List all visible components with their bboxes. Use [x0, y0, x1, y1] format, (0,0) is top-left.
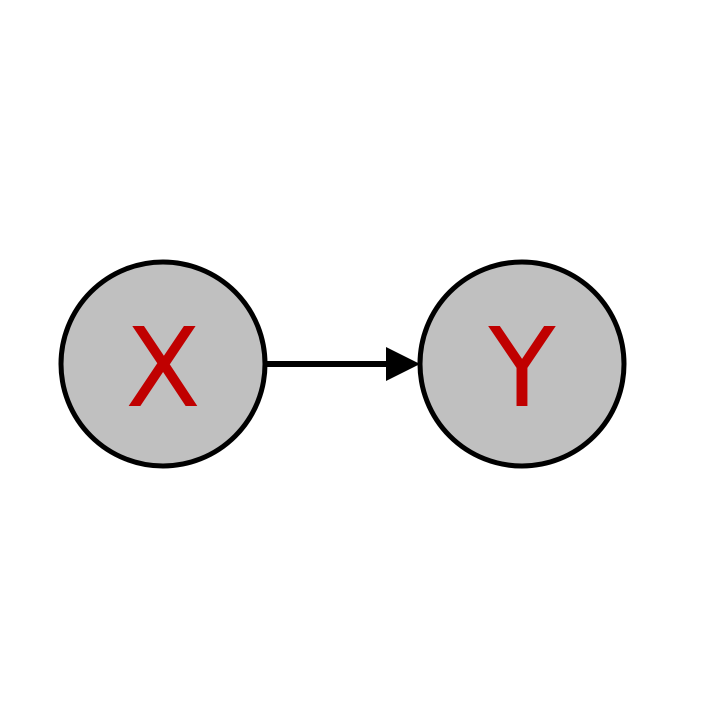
node-x: X: [58, 259, 268, 469]
node-y-circle: [417, 259, 627, 469]
node-x-circle: [58, 259, 268, 469]
node-x-label: X: [125, 304, 200, 432]
edge-x-to-y: [266, 347, 420, 381]
arrowhead-icon: [386, 347, 420, 381]
node-y-label: Y: [487, 304, 556, 432]
node-y: Y: [417, 259, 627, 469]
